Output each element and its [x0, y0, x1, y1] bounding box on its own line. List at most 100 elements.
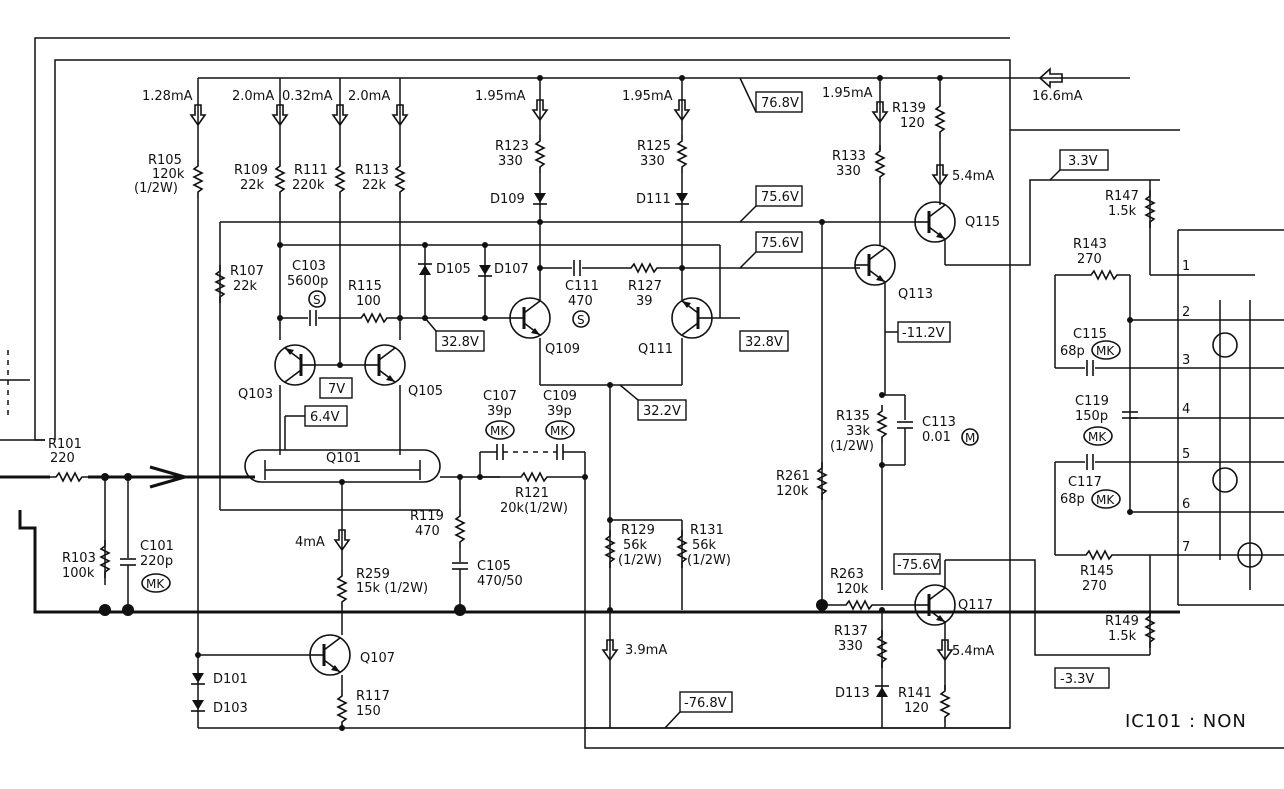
- current-2-0ma-right: 2.0mA: [348, 89, 390, 104]
- svg-text:S: S: [313, 293, 321, 307]
- r263-ref: R263: [830, 567, 864, 582]
- c103-ref: C103: [292, 259, 326, 274]
- svg-text:39p: 39p: [547, 404, 572, 419]
- node-minus-75-6v: -75.6V: [897, 558, 940, 573]
- r131-rating: (1/2W): [687, 553, 731, 568]
- output-stage: [540, 75, 1160, 728]
- svg-text:R109: R109: [234, 163, 268, 178]
- r135-ref: R135: [836, 409, 870, 424]
- r123-value: 330: [498, 154, 523, 169]
- c105-value: 470/50: [477, 574, 523, 589]
- r105-value: 120k: [152, 167, 185, 182]
- pin-6: 6: [1182, 497, 1190, 512]
- node-32-8v-right: 32.8V: [745, 335, 783, 350]
- bias-stage: [190, 633, 352, 731]
- svg-text:R119: R119: [410, 509, 444, 524]
- r115-value: 100: [356, 294, 381, 309]
- c107-ref: C107: [483, 389, 517, 404]
- r133-value: 330: [836, 164, 861, 179]
- d107-label: D107: [494, 262, 529, 277]
- svg-text:C105: C105: [477, 559, 511, 574]
- c115-type: MK: [1096, 344, 1115, 358]
- c113-value: 0.01: [922, 430, 951, 445]
- svg-text:39: 39: [636, 294, 653, 309]
- svg-text:(1/2W): (1/2W): [830, 439, 874, 454]
- c117-ref: C117: [1068, 475, 1102, 490]
- r139-value: 120: [900, 116, 925, 131]
- positive-rail: [198, 67, 1130, 89]
- svg-text:R107: R107: [230, 264, 264, 279]
- c113-ref: C113: [922, 415, 956, 430]
- c115-ref: C115: [1073, 327, 1107, 342]
- second-stage: [508, 75, 860, 728]
- svg-text:C119: C119: [1075, 394, 1109, 409]
- svg-text:220k: 220k: [292, 178, 325, 193]
- svg-text:15k (1/2W): 15k (1/2W): [356, 581, 428, 596]
- svg-text:330: 330: [498, 154, 523, 169]
- pin-7: 7: [1182, 540, 1190, 555]
- svg-text:33k: 33k: [846, 424, 871, 439]
- q101-label: Q101: [326, 451, 361, 466]
- node-75-6v-upper: 75.6V: [761, 190, 799, 205]
- r125-value: 330: [640, 154, 665, 169]
- pin-5: 5: [1182, 447, 1190, 462]
- r103-value: 100k: [62, 566, 95, 581]
- node-voltage-labels: 76.8V 75.6V 75.6V 32.8V 32.8V 32.2V 7V 6…: [284, 77, 1110, 729]
- d109-label: D109: [490, 192, 525, 207]
- svg-text:R135: R135: [836, 409, 870, 424]
- r119-ref: R119: [410, 509, 444, 524]
- svg-text:C101: C101: [140, 539, 174, 554]
- r107-ref: R107: [230, 264, 264, 279]
- r259-value: 15k (1/2W): [356, 581, 428, 596]
- r131-ref: R131: [690, 523, 724, 538]
- svg-text:MK: MK: [1096, 344, 1115, 358]
- c103-type: S: [313, 293, 321, 307]
- c107-value: 39p: [487, 404, 512, 419]
- svg-text:R105: R105: [148, 153, 182, 168]
- svg-text:R123: R123: [495, 139, 529, 154]
- svg-text:(1/2W): (1/2W): [687, 553, 731, 568]
- r129-ref: R129: [621, 523, 655, 538]
- svg-text:C111: C111: [565, 279, 599, 294]
- svg-text:22k: 22k: [240, 178, 265, 193]
- r103-ref: R103: [62, 551, 96, 566]
- r145-value: 270: [1082, 579, 1107, 594]
- q107-label: Q107: [360, 651, 395, 666]
- r145-ref: R145: [1080, 564, 1114, 579]
- c101-ref: C101: [140, 539, 174, 554]
- svg-text:R133: R133: [832, 149, 866, 164]
- svg-text:330: 330: [836, 164, 861, 179]
- r261-value: 120k: [776, 484, 809, 499]
- r109-ref: R109: [234, 163, 268, 178]
- c109-type: MK: [550, 424, 569, 438]
- svg-text:56k: 56k: [623, 538, 648, 553]
- r115-ref: R115: [348, 279, 382, 294]
- svg-text:R117: R117: [356, 689, 390, 704]
- r101-ref: R101: [48, 437, 82, 452]
- d113-label: D113: [835, 686, 870, 701]
- svg-text:R137: R137: [834, 624, 868, 639]
- r105-ref: R105: [148, 153, 182, 168]
- svg-text:R103: R103: [62, 551, 96, 566]
- svg-text:C107: C107: [483, 389, 517, 404]
- output-network: [1054, 180, 1284, 655]
- r101-value: 220: [50, 451, 75, 466]
- svg-text:R115: R115: [348, 279, 382, 294]
- svg-text:68p: 68p: [1060, 344, 1085, 359]
- r141-ref: R141: [898, 686, 932, 701]
- q103-label: Q103: [238, 387, 273, 402]
- current-5-4ma-bottom: 5.4mA: [952, 644, 994, 659]
- r107-value: 22k: [233, 279, 258, 294]
- svg-text:MK: MK: [146, 577, 165, 591]
- q115-label: Q115: [965, 215, 1000, 230]
- r109-value: 22k: [240, 178, 265, 193]
- d103-label: D103: [213, 701, 248, 716]
- svg-text:470/50: 470/50: [477, 574, 523, 589]
- svg-text:R263: R263: [830, 567, 864, 582]
- node-minus-3-3v: -3.3V: [1060, 672, 1094, 687]
- svg-text:MK: MK: [1096, 493, 1115, 507]
- svg-text:C109: C109: [543, 389, 577, 404]
- c103-value: 5600p: [287, 274, 328, 289]
- svg-text:R147: R147: [1105, 189, 1139, 204]
- svg-text:M: M: [965, 431, 975, 445]
